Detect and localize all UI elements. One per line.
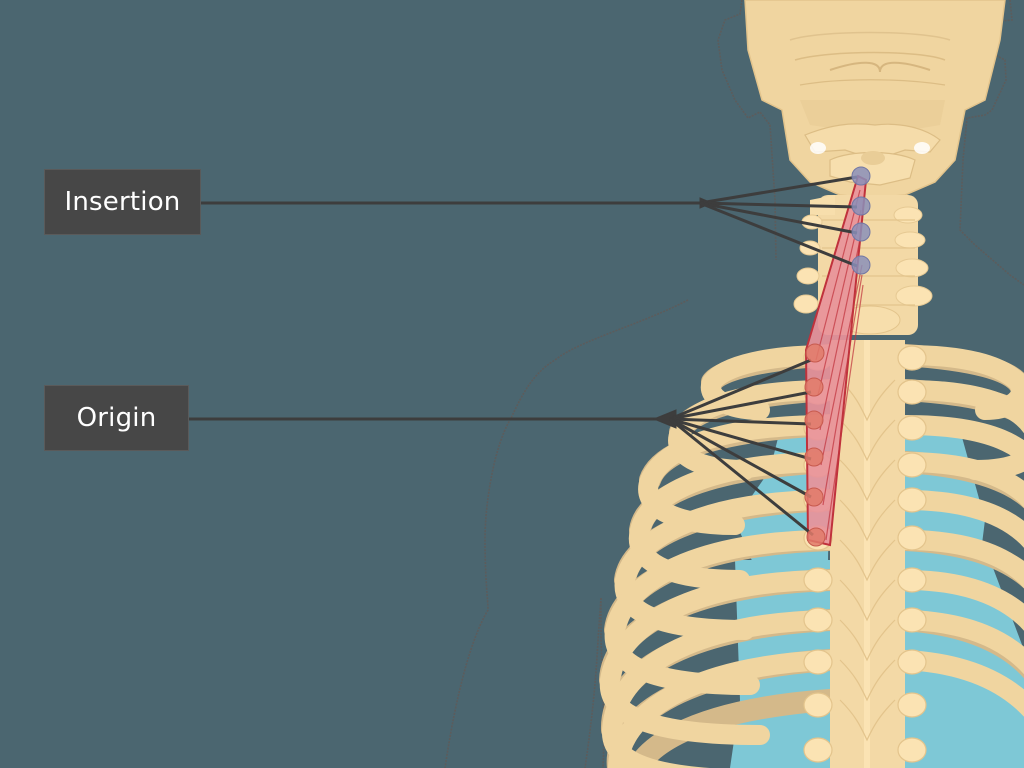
body-outline xyxy=(444,0,1024,768)
origin-label-text: Origin xyxy=(76,403,157,433)
leader-lines xyxy=(189,175,858,537)
skull xyxy=(744,0,1006,199)
ribs-left xyxy=(599,344,841,768)
origin-label: Origin xyxy=(44,385,189,451)
insertion-points xyxy=(851,166,871,275)
insertion-label-text: Insertion xyxy=(64,187,181,217)
insertion-label: Insertion xyxy=(44,169,201,235)
origin-points xyxy=(804,343,826,547)
ribs-right xyxy=(894,344,1024,718)
